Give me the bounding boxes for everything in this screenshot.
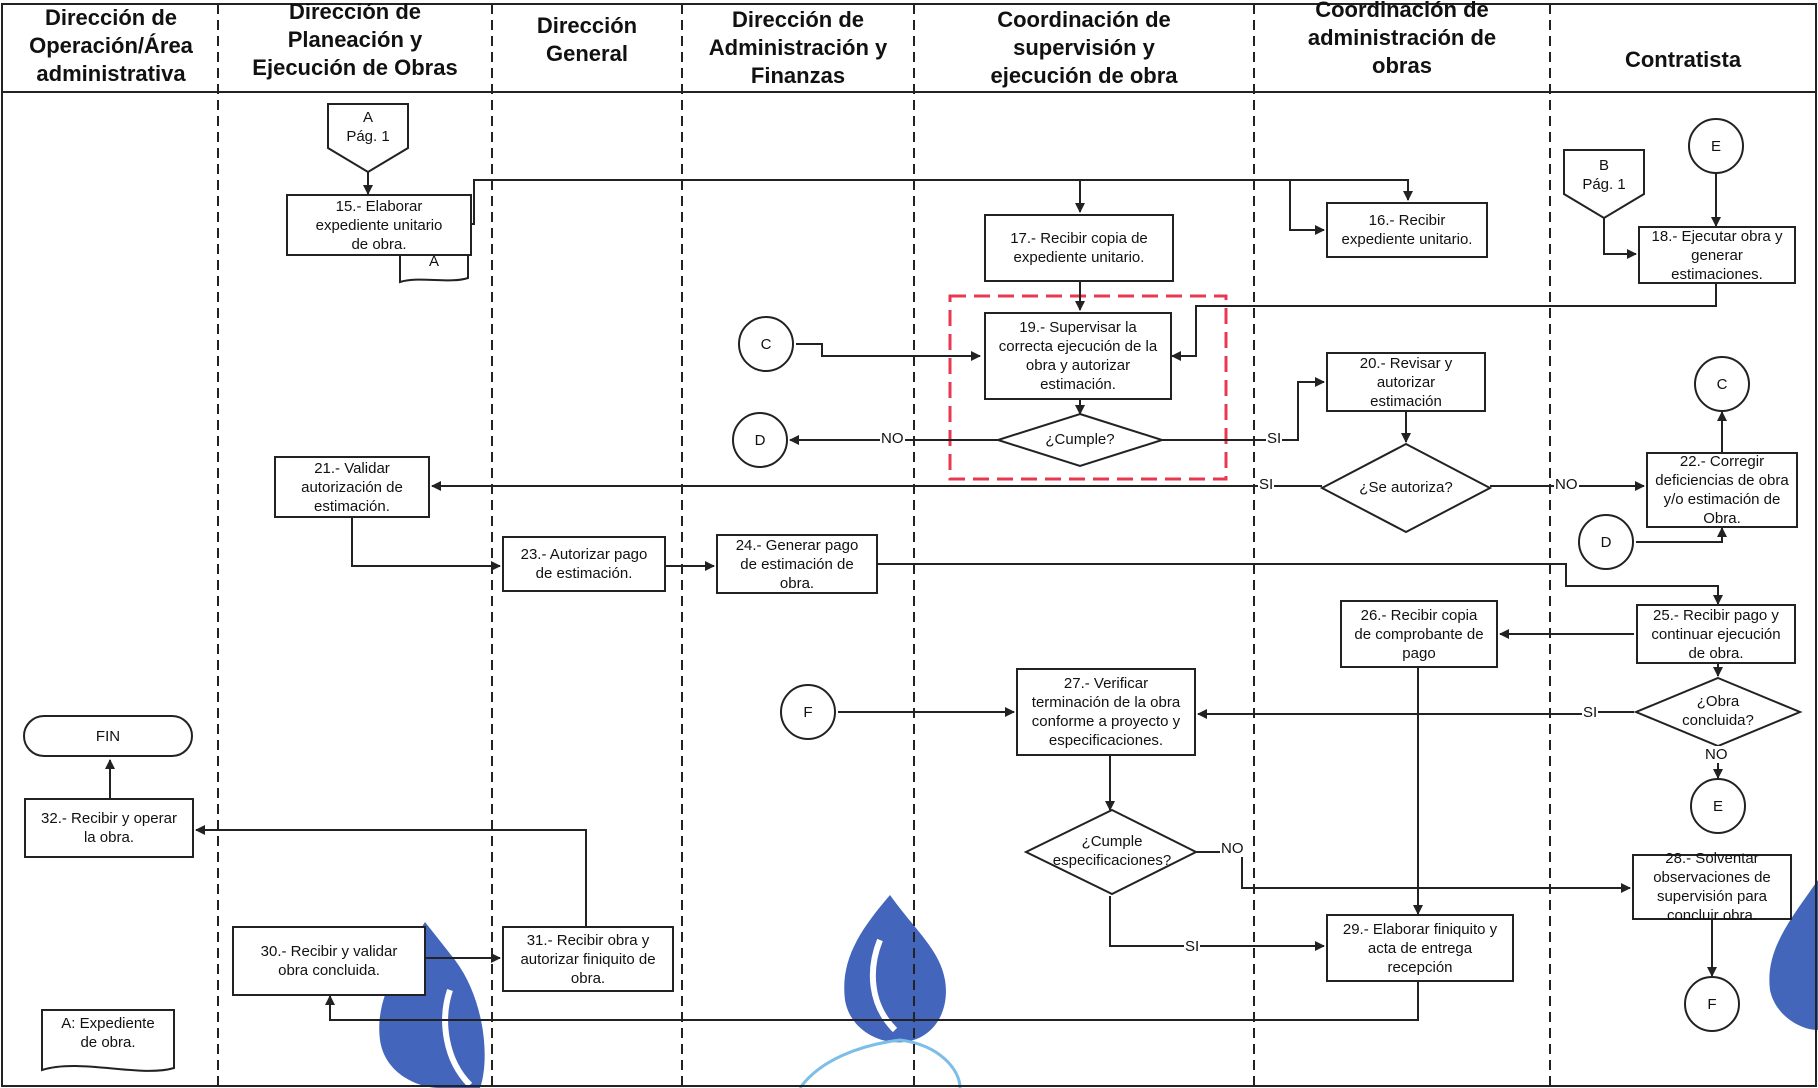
step-25-box: 25.- Recibir pago y continuar ejecución …: [1636, 604, 1796, 664]
flow-label-si-especificaciones: SI: [1184, 938, 1201, 955]
connector-f-left: F: [780, 684, 836, 740]
step-27-box: 27.- Verificar terminación de la obra co…: [1016, 668, 1196, 756]
step-28-box: 28.- Solventar observaciones de supervis…: [1632, 850, 1792, 924]
connector-c-right: C: [1694, 356, 1750, 412]
step-17-box: 17.- Recibir copia de expediente unitari…: [984, 214, 1174, 282]
flow-label-si-concluida: SI: [1582, 704, 1599, 721]
lane-header-administracion-finanzas: Dirección de Administración y Finanzas: [708, 7, 888, 88]
flow-label-no-concluida: NO: [1704, 746, 1729, 763]
connector-d-left: D: [732, 412, 788, 468]
flow-label-si-autoriza: SI: [1258, 476, 1275, 493]
decision-se-autoriza: ¿Se autoriza?: [1359, 479, 1453, 496]
connector-e-top: E: [1688, 118, 1744, 174]
legend-expediente: A: Expediente de obra.: [61, 1015, 155, 1051]
step-21-box: 21.- Validar autorización de estimación.: [274, 456, 430, 518]
flow-label-si-cumple: SI: [1266, 430, 1283, 447]
terminal-fin: FIN: [95, 728, 121, 745]
decision-obra-concluida: ¿Obra concluida?: [1682, 693, 1754, 729]
lane-header-planeacion: Dirección de Planeación y Ejecución de O…: [252, 0, 458, 80]
step-18-box: 18.- Ejecutar obra y generar estimacione…: [1638, 226, 1796, 284]
lane-header-operacion: Dirección de Operación/Área administrati…: [29, 5, 193, 86]
watermark-logo-center: [798, 895, 962, 1088]
connector-d-right: D: [1578, 514, 1634, 570]
step-32-box: 32.- Recibir y operar la obra.: [24, 798, 194, 858]
lane-header-coordinacion-administracion: Coordinación de administración de obras: [1307, 0, 1497, 78]
step-31-box: 31.- Recibir obra y autorizar finiquito …: [502, 926, 674, 992]
step-24-box: 24.- Generar pago de estimación de obra.: [716, 534, 878, 594]
connector-f-bottom: F: [1684, 976, 1740, 1032]
step-20-box: 20.- Revisar y autorizar estimación: [1326, 352, 1486, 412]
flow-label-no-especificaciones: NO: [1220, 840, 1245, 857]
step-23-box: 23.- Autorizar pago de estimación.: [502, 536, 666, 592]
connector-c-left: C: [738, 316, 794, 372]
lane-header-direccion-general: Dirección General: [536, 13, 638, 66]
decision-cumple-especificaciones: ¿Cumple especificaciones?: [1052, 833, 1172, 869]
watermark-logo-right: [1769, 880, 1818, 1030]
lane-header-coordinacion-supervision: Coordinación de supervisión y ejecución …: [990, 7, 1178, 88]
lane-header-contratista: Contratista: [1624, 47, 1742, 72]
step-16-box: 16.- Recibir expediente unitario.: [1326, 202, 1488, 258]
step-26-box: 26.- Recibir copia de comprobante de pag…: [1340, 600, 1498, 668]
step-15-box: 15.- Elaborar expediente unitario de obr…: [286, 194, 472, 256]
flow-label-no-autoriza: NO: [1554, 476, 1579, 493]
step-29-box: 29.- Elaborar finiquito y acta de entreg…: [1326, 914, 1514, 982]
connector-e-bottom: E: [1690, 778, 1746, 834]
decision-cumple: ¿Cumple?: [1045, 431, 1115, 448]
offpage-connector-b: B Pág. 1: [1582, 157, 1626, 193]
step-22-box: 22.- Corregir deficiencias de obra y/o e…: [1646, 452, 1798, 528]
offpage-connector-a: A Pág. 1: [346, 109, 390, 145]
document-a: A: [428, 253, 439, 270]
step-19-box: 19.- Supervisar la correcta ejecución de…: [984, 312, 1172, 400]
flow-label-no-cumple: NO: [880, 430, 905, 447]
step-30-box: 30.- Recibir y validar obra concluida.: [232, 926, 426, 996]
